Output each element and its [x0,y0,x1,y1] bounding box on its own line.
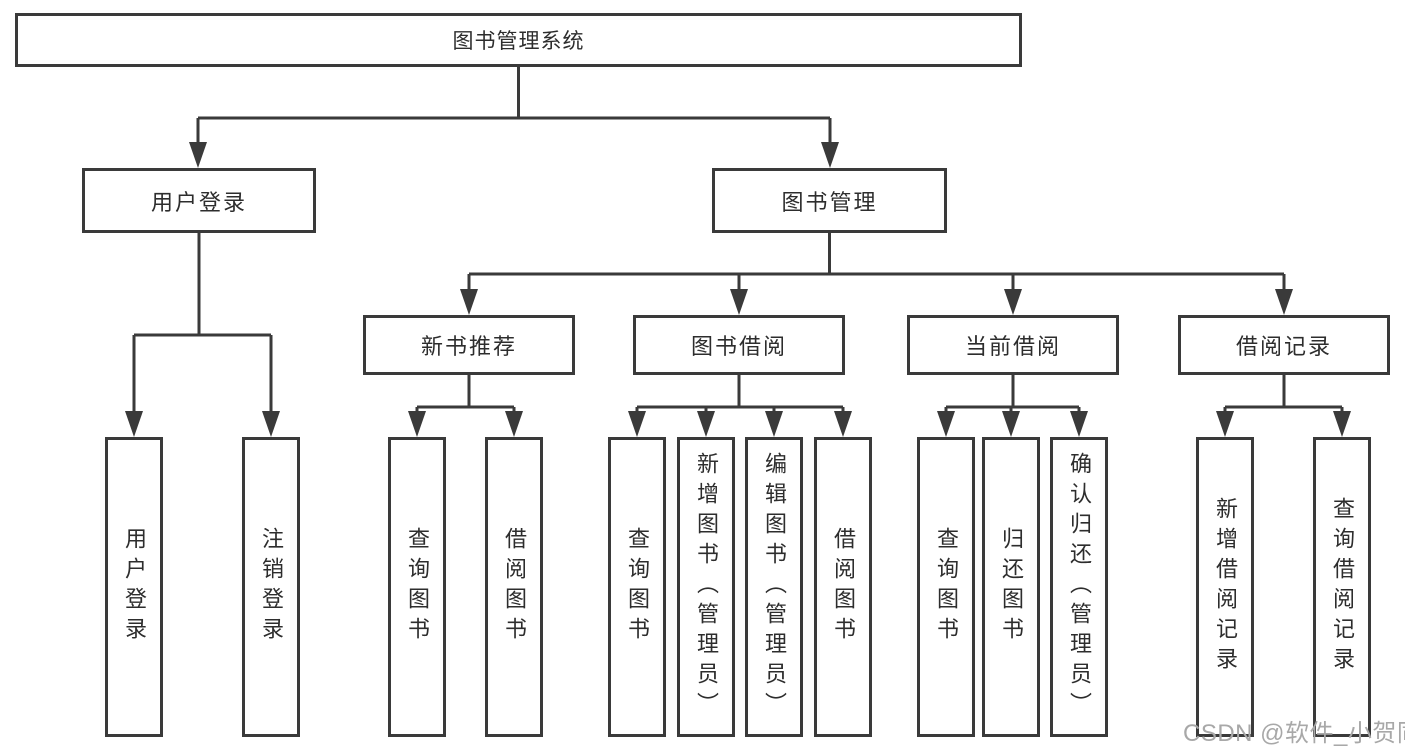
leaf-borrow-books: 借阅图书 [814,437,872,737]
arrow-down-icon [1333,411,1351,437]
leaf-query-borrow-record: 查询借阅记录 [1313,437,1371,737]
arrow-down-icon [189,142,207,168]
arrow-down-icon [262,411,280,437]
node-current-borrow-label: 当前借阅 [964,334,1061,359]
arrow-down-icon [125,411,143,437]
connector-book-borrow-to-leaves [628,375,852,437]
node-new-book-recommend-label: 新书推荐 [420,334,517,359]
leaf-query-books-current: 查询图书 [917,437,975,737]
connector-book-management-to-level3 [460,233,1293,315]
arrow-down-icon [765,411,783,437]
leaf-query-books-borrow: 查询图书 [608,437,666,737]
node-book-management: 图书管理 [712,168,947,233]
arrow-down-icon [408,411,426,437]
leaf-edit-book-admin: 编辑图书（管理员） [745,437,803,737]
node-root-label: 图书管理系统 [452,30,585,53]
connector-user-login-to-leaves [125,233,280,437]
arrow-down-icon [821,142,839,168]
leaf-query-books-recommend: 查询图书 [388,437,446,737]
node-user-login-label: 用户登录 [150,189,247,215]
node-user-login: 用户登录 [82,168,316,233]
arrow-down-icon [1002,411,1020,437]
node-root: 图书管理系统 [15,13,1022,67]
node-book-management-label: 图书管理 [781,189,878,215]
connector-borrow-records-to-leaves [1216,375,1351,437]
leaf-borrow-books-recommend: 借阅图书 [485,437,543,737]
arrow-down-icon [730,289,748,315]
arrow-down-icon [697,411,715,437]
node-book-borrow-label: 图书借阅 [690,334,787,359]
leaf-return-books: 归还图书 [982,437,1040,737]
leaf-add-book-admin: 新增图书（管理员） [677,437,735,737]
arrow-down-icon [1216,411,1234,437]
arrow-down-icon [628,411,646,437]
node-book-borrow: 图书借阅 [633,315,845,375]
leaf-logout: 注销登录 [242,437,300,737]
leaf-add-borrow-record: 新增借阅记录 [1196,437,1254,737]
arrow-down-icon [937,411,955,437]
node-new-book-recommend: 新书推荐 [363,315,575,375]
arrow-down-icon [1004,289,1022,315]
arrow-down-icon [460,289,478,315]
node-current-borrow: 当前借阅 [907,315,1119,375]
leaf-user-login: 用户登录 [105,437,163,737]
connector-current-borrow-to-leaves [937,375,1088,437]
watermark: CSDN @软件_小贺同学 [1183,720,1405,747]
leaf-confirm-return-admin: 确认归还（管理员） [1050,437,1108,737]
node-borrow-records-label: 借阅记录 [1235,334,1332,359]
arrow-down-icon [834,411,852,437]
arrow-down-icon [1070,411,1088,437]
node-borrow-records: 借阅记录 [1178,315,1390,375]
arrow-down-icon [505,411,523,437]
connector-root-to-level2 [189,67,839,168]
arrow-down-icon [1275,289,1293,315]
connector-new-book-recommend-to-leaves [408,375,523,437]
